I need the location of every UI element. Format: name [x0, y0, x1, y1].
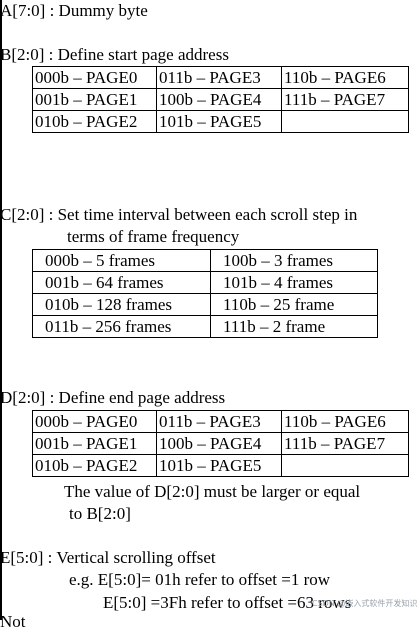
section-e-label: E[5:0] : Vertical scrolling offset [0, 548, 216, 567]
table-row: 011b – 256 frames 111b – 2 frame [32, 315, 378, 338]
table-cell: 010b – PAGE2 [32, 110, 157, 133]
table-cell: 100b – PAGE4 [156, 88, 282, 111]
table-row: 010b – 128 frames 110b – 25 frame [32, 293, 378, 316]
table-cell: 000b – 5 frames [32, 249, 211, 272]
table-cell: 010b – 128 frames [32, 293, 211, 316]
end-page-table: 000b – PAGE0 011b – PAGE3 110b – PAGE6 0… [32, 410, 409, 477]
section-e-example-2: E[5:0] =3Fh refer to offset =63 rows [103, 593, 352, 612]
section-d-note: The value of D[2:0] must be larger or eq… [64, 482, 361, 501]
table-cell: 000b – PAGE0 [32, 410, 157, 433]
table-row: 010b – PAGE2 101b – PAGE5 [32, 454, 409, 477]
table-cell: 000b – PAGE0 [32, 66, 157, 89]
partial-text: Not [0, 612, 26, 631]
table-cell: 010b – PAGE2 [32, 454, 157, 477]
table-cell [281, 454, 409, 477]
section-d-label: D[2:0] : Define end page address [0, 388, 226, 407]
section-e-example-1: e.g. E[5:0]= 01h refer to offset =1 row [69, 570, 331, 589]
section-a-label: A[7:0] : Dummy byte [0, 1, 148, 20]
csdn-watermark: CSDN @嵌入式软件开发知识 [312, 599, 418, 608]
table-cell: 110b – 25 frame [210, 293, 378, 316]
table-cell: 100b – 3 frames [210, 249, 378, 272]
left-margin-rule [0, 0, 2, 620]
table-cell: 100b – PAGE4 [156, 432, 282, 455]
table-cell: 111b – 2 frame [210, 315, 378, 338]
table-cell: 111b – PAGE7 [281, 432, 409, 455]
table-row: 001b – 64 frames 101b – 4 frames [32, 271, 378, 294]
section-c-label-continued: terms of frame frequency [67, 227, 240, 246]
table-cell: 001b – PAGE1 [32, 88, 157, 111]
table-row: 000b – PAGE0 011b – PAGE3 110b – PAGE6 [32, 410, 409, 433]
start-page-table: 000b – PAGE0 011b – PAGE3 110b – PAGE6 0… [32, 66, 409, 133]
table-row: 000b – 5 frames 100b – 3 frames [32, 249, 378, 272]
table-row: 001b – PAGE1 100b – PAGE4 111b – PAGE7 [32, 432, 409, 455]
table-cell: 011b – 256 frames [32, 315, 211, 338]
table-row: 000b – PAGE0 011b – PAGE3 110b – PAGE6 [32, 66, 409, 89]
frame-interval-table: 000b – 5 frames 100b – 3 frames 001b – 6… [32, 249, 378, 338]
table-cell: 011b – PAGE3 [156, 410, 282, 433]
table-cell: 101b – PAGE5 [156, 110, 282, 133]
section-c-label: C[2:0] : Set time interval between each … [0, 205, 358, 224]
table-cell: 101b – PAGE5 [156, 454, 282, 477]
table-cell: 011b – PAGE3 [156, 66, 282, 89]
section-b-label: B[2:0] : Define start page address [0, 45, 229, 64]
table-cell: 111b – PAGE7 [281, 88, 409, 111]
table-cell [281, 110, 409, 133]
table-row: 010b – PAGE2 101b – PAGE5 [32, 110, 409, 133]
table-row: 001b – PAGE1 100b – PAGE4 111b – PAGE7 [32, 88, 409, 111]
table-cell: 001b – PAGE1 [32, 432, 157, 455]
table-cell: 110b – PAGE6 [281, 66, 409, 89]
table-cell: 110b – PAGE6 [281, 410, 409, 433]
section-d-note-continued: to B[2:0] [69, 504, 131, 523]
table-cell: 101b – 4 frames [210, 271, 378, 294]
table-cell: 001b – 64 frames [32, 271, 211, 294]
